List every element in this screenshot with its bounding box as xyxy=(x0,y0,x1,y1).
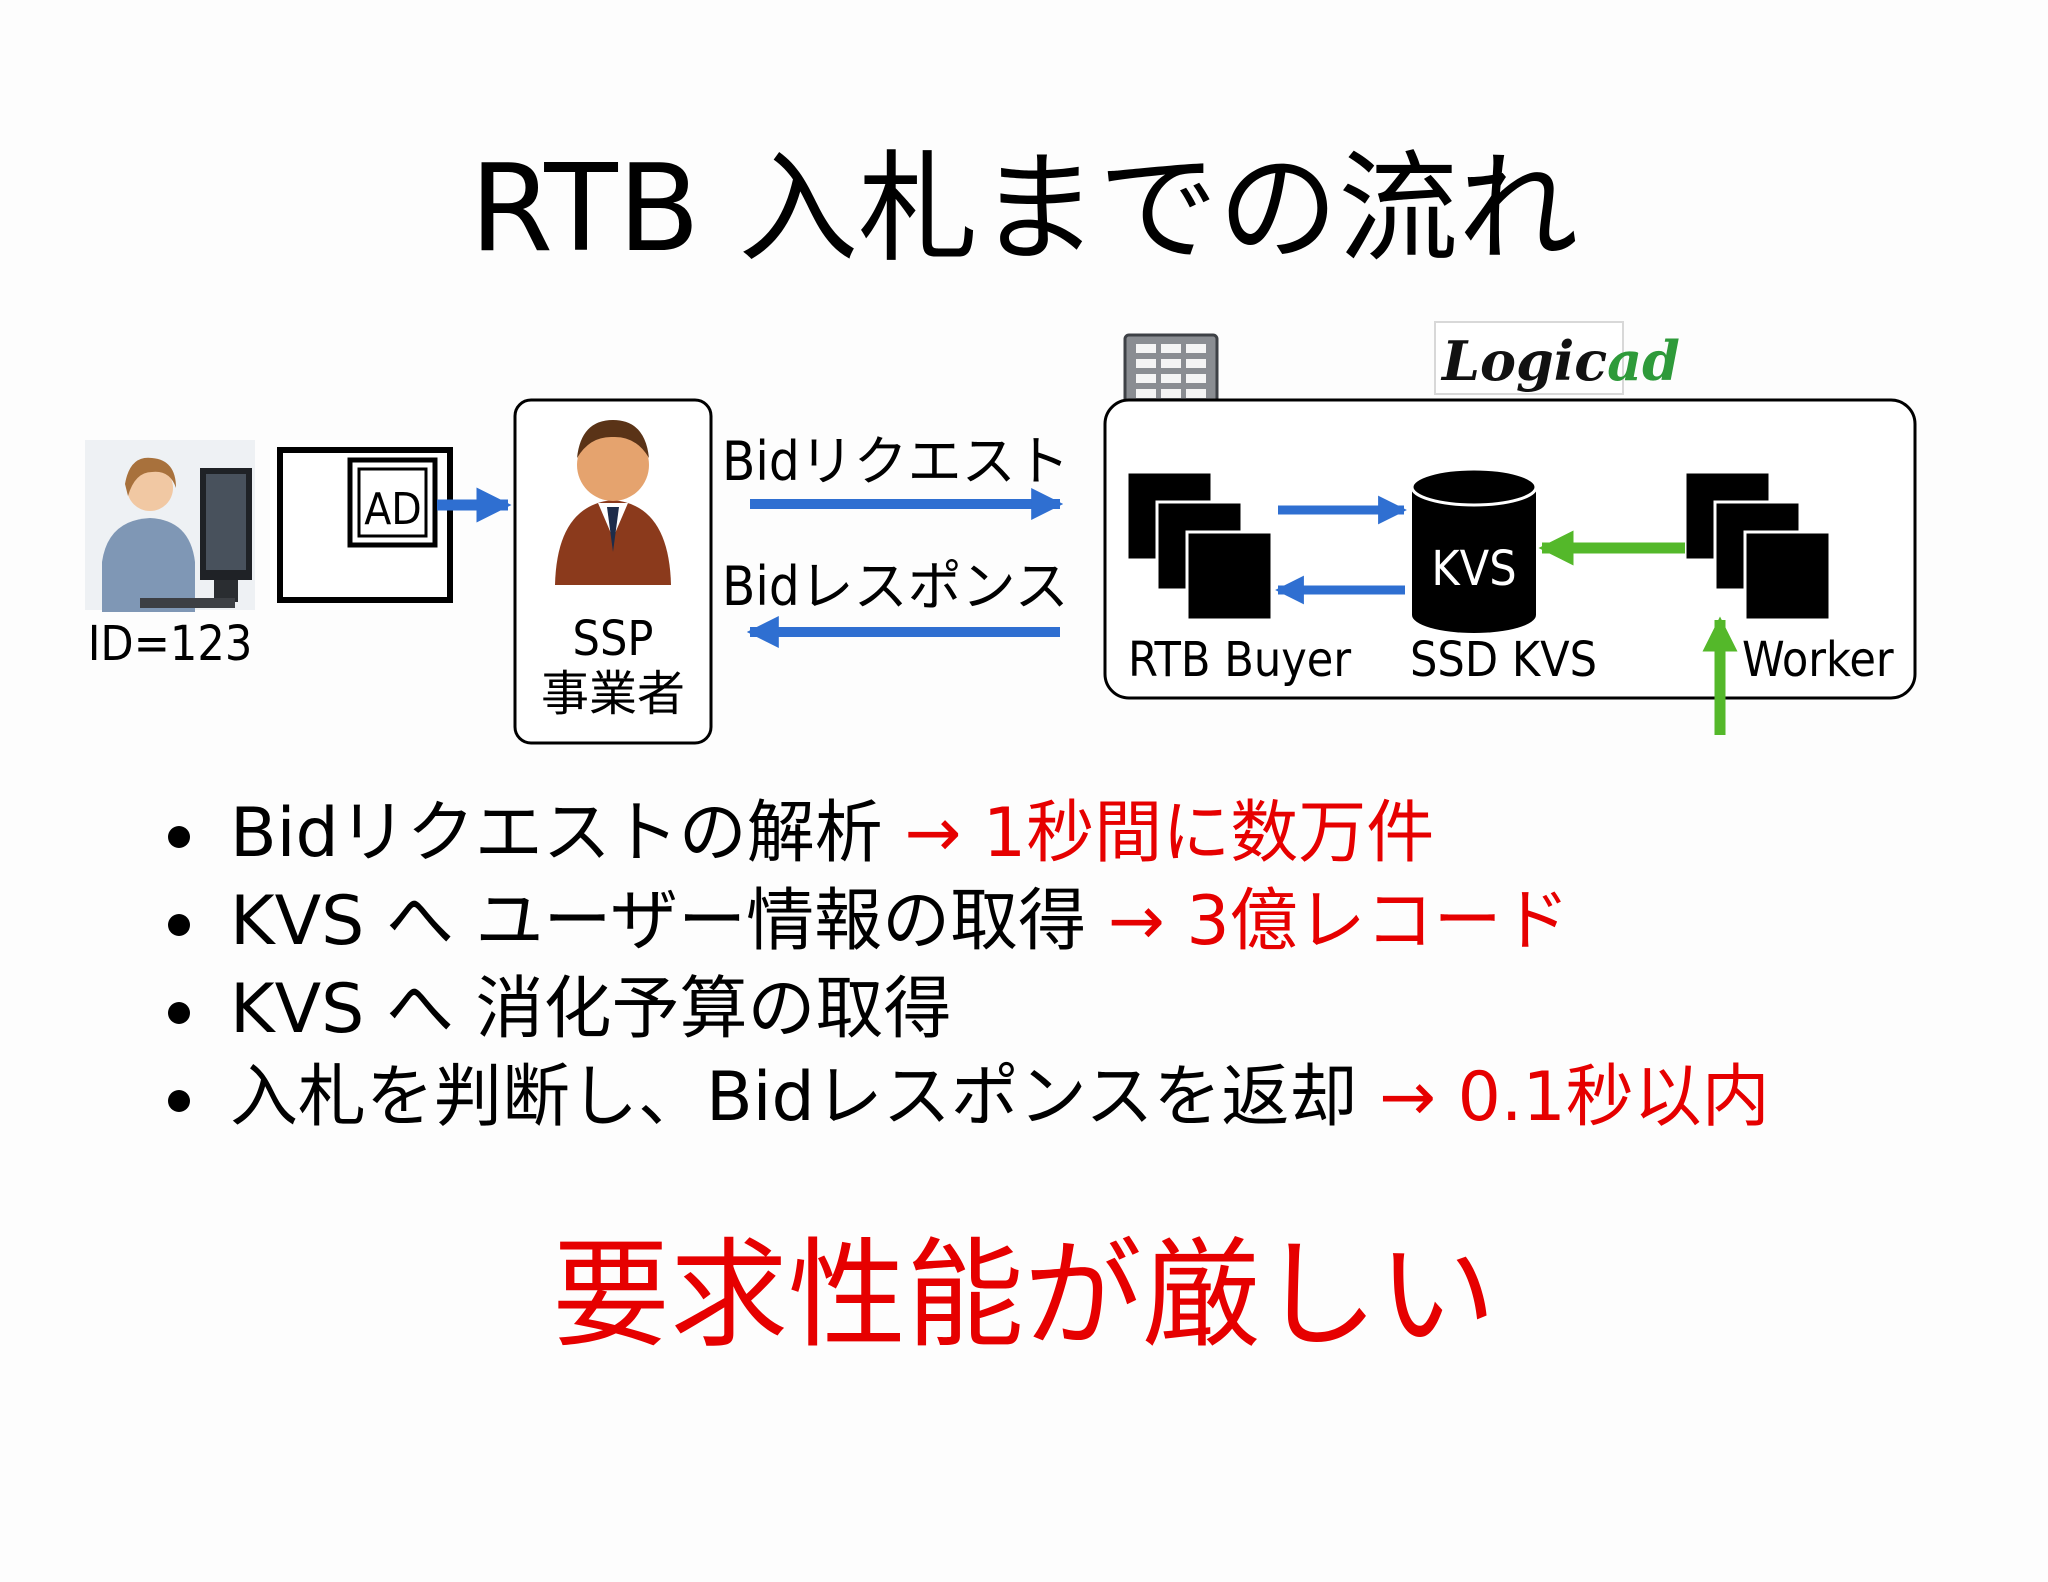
bullet-dot xyxy=(168,826,190,848)
bullet-text: KVS へ 消化予算の取得 xyxy=(230,970,952,1049)
bullet-dot xyxy=(168,1090,190,1112)
bullet-item: KVS へ 消化予算の取得 xyxy=(160,966,1770,1054)
bullet-note: → 1秒間に数万件 xyxy=(904,794,1435,873)
ssp-operator-label: 事業者 xyxy=(541,666,685,722)
bullet-list: Bidリクエストの解析 → 1秒間に数万件 KVS へ ユーザー情報の取得 → … xyxy=(160,790,1770,1142)
bullet-item: KVS へ ユーザー情報の取得 → 3億レコード xyxy=(160,878,1770,966)
worker-label: Worker xyxy=(1742,632,1894,688)
building-window xyxy=(1186,389,1206,398)
logicad-logo: Logicad xyxy=(1434,321,1680,395)
bid-request-label: Bidリクエスト xyxy=(722,430,1070,493)
bullet-item: 入札を判断し、Bidレスポンスを返却 → 0.1秒以内 xyxy=(160,1054,1770,1142)
rtb-buyer-label: RTB Buyer xyxy=(1128,632,1351,688)
rtb-buyer-servers xyxy=(1125,470,1274,622)
building-window xyxy=(1136,389,1156,398)
bullet-note: → 3億レコード xyxy=(1107,882,1570,961)
conclusion-text: 要求性能が厳しい xyxy=(551,1226,1496,1364)
slide-title: RTB 入札までの流れ xyxy=(469,140,1579,279)
bullet-item: Bidリクエストの解析 → 1秒間に数万件 xyxy=(160,790,1770,878)
bullet-dot xyxy=(168,914,190,936)
building-window xyxy=(1161,344,1181,353)
building-window xyxy=(1186,359,1206,368)
building-window xyxy=(1161,374,1181,383)
businessman-icon xyxy=(555,420,671,585)
person-at-computer-icon xyxy=(85,440,255,612)
bullet-text: 入札を判断し、Bidレスポンスを返却 xyxy=(230,1058,1358,1137)
bullet-note: → 0.1秒以内 xyxy=(1378,1058,1770,1137)
user-id-label: ID=123 xyxy=(88,616,253,672)
rtb-flow-diagram: ID=123 AD SSP 事業者 Bidリクエスト Bidレスポンス xyxy=(85,321,1917,745)
web-page-frame xyxy=(277,447,453,603)
bullet-dot xyxy=(168,1002,190,1024)
kvs-label: KVS xyxy=(1431,541,1516,597)
building-window xyxy=(1136,374,1156,383)
building-window xyxy=(1161,359,1181,368)
database-icon xyxy=(1410,467,1538,633)
worker-servers xyxy=(1683,470,1832,622)
bullet-text: Bidリクエストの解析 xyxy=(230,794,883,873)
ssd-kvs-label: SSD KVS xyxy=(1410,632,1597,688)
building-window xyxy=(1186,374,1206,383)
bid-response-label: Bidレスポンス xyxy=(722,555,1069,618)
building-window xyxy=(1136,344,1156,353)
bullet-text: KVS へ ユーザー情報の取得 xyxy=(230,882,1087,961)
building-window xyxy=(1161,389,1181,398)
ad-label: AD xyxy=(364,484,422,535)
building-window xyxy=(1136,359,1156,368)
ssp-label: SSP xyxy=(573,611,654,667)
building-window xyxy=(1186,344,1206,353)
svg-text:Logicad: Logicad xyxy=(1440,329,1680,393)
